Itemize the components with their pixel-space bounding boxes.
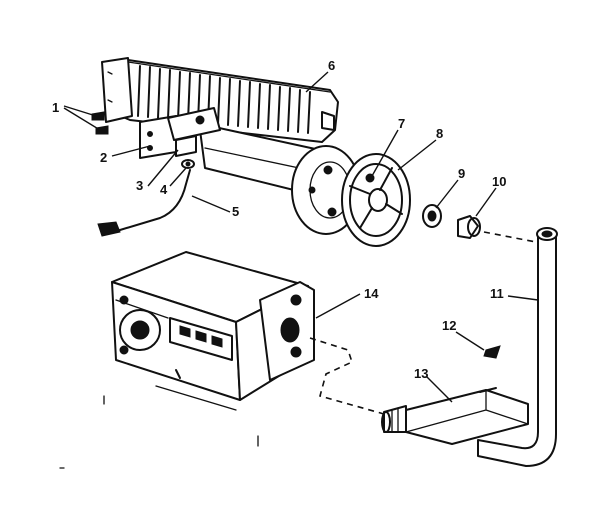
leader-5 bbox=[191, 195, 231, 213]
leader-6 bbox=[305, 71, 329, 93]
leader-11 bbox=[507, 295, 539, 301]
nut-part bbox=[422, 204, 442, 228]
leader-13 bbox=[425, 375, 453, 403]
callout-7: 7 bbox=[398, 116, 405, 131]
pipe-nipple-part bbox=[381, 387, 529, 445]
bracket-part bbox=[139, 115, 177, 159]
thermocouple-part bbox=[97, 169, 191, 237]
leader-8 bbox=[397, 139, 437, 171]
callout-10: 10 bbox=[492, 174, 506, 189]
callout-14: 14 bbox=[364, 286, 379, 301]
scan-marks bbox=[59, 395, 259, 469]
orifice-part bbox=[457, 215, 481, 239]
leader-12 bbox=[455, 331, 485, 351]
callout-13: 13 bbox=[414, 366, 428, 381]
ignitor-bracket-part bbox=[167, 107, 221, 157]
leader-14 bbox=[315, 293, 361, 319]
callout-12: 12 bbox=[442, 318, 456, 333]
callout-6: 6 bbox=[328, 58, 335, 73]
leader-3 bbox=[147, 149, 179, 187]
gas-valve-part bbox=[111, 251, 315, 411]
callout-8: 8 bbox=[436, 126, 443, 141]
callout-11: 11 bbox=[490, 286, 504, 301]
air-shutter-part bbox=[341, 153, 411, 247]
callout-3: 3 bbox=[136, 178, 143, 193]
callout-9: 9 bbox=[458, 166, 465, 181]
gas-line-dashes bbox=[309, 337, 385, 415]
callout-4: 4 bbox=[160, 182, 168, 197]
callout-2: 2 bbox=[100, 150, 107, 165]
leader-1 bbox=[63, 105, 101, 131]
orifice-alignment-line bbox=[483, 231, 537, 243]
wire-nut-part bbox=[483, 345, 501, 359]
leader-7 bbox=[371, 129, 399, 177]
callout-5: 5 bbox=[232, 204, 239, 219]
leader-4 bbox=[169, 167, 187, 187]
pilot-orifice-part bbox=[181, 159, 195, 169]
leader-10 bbox=[475, 187, 497, 217]
leader-2 bbox=[111, 145, 151, 157]
callout-1: 1 bbox=[52, 100, 59, 115]
leader-9 bbox=[435, 179, 459, 209]
screws-part bbox=[91, 111, 109, 135]
manifold-pipe-part bbox=[477, 227, 558, 467]
